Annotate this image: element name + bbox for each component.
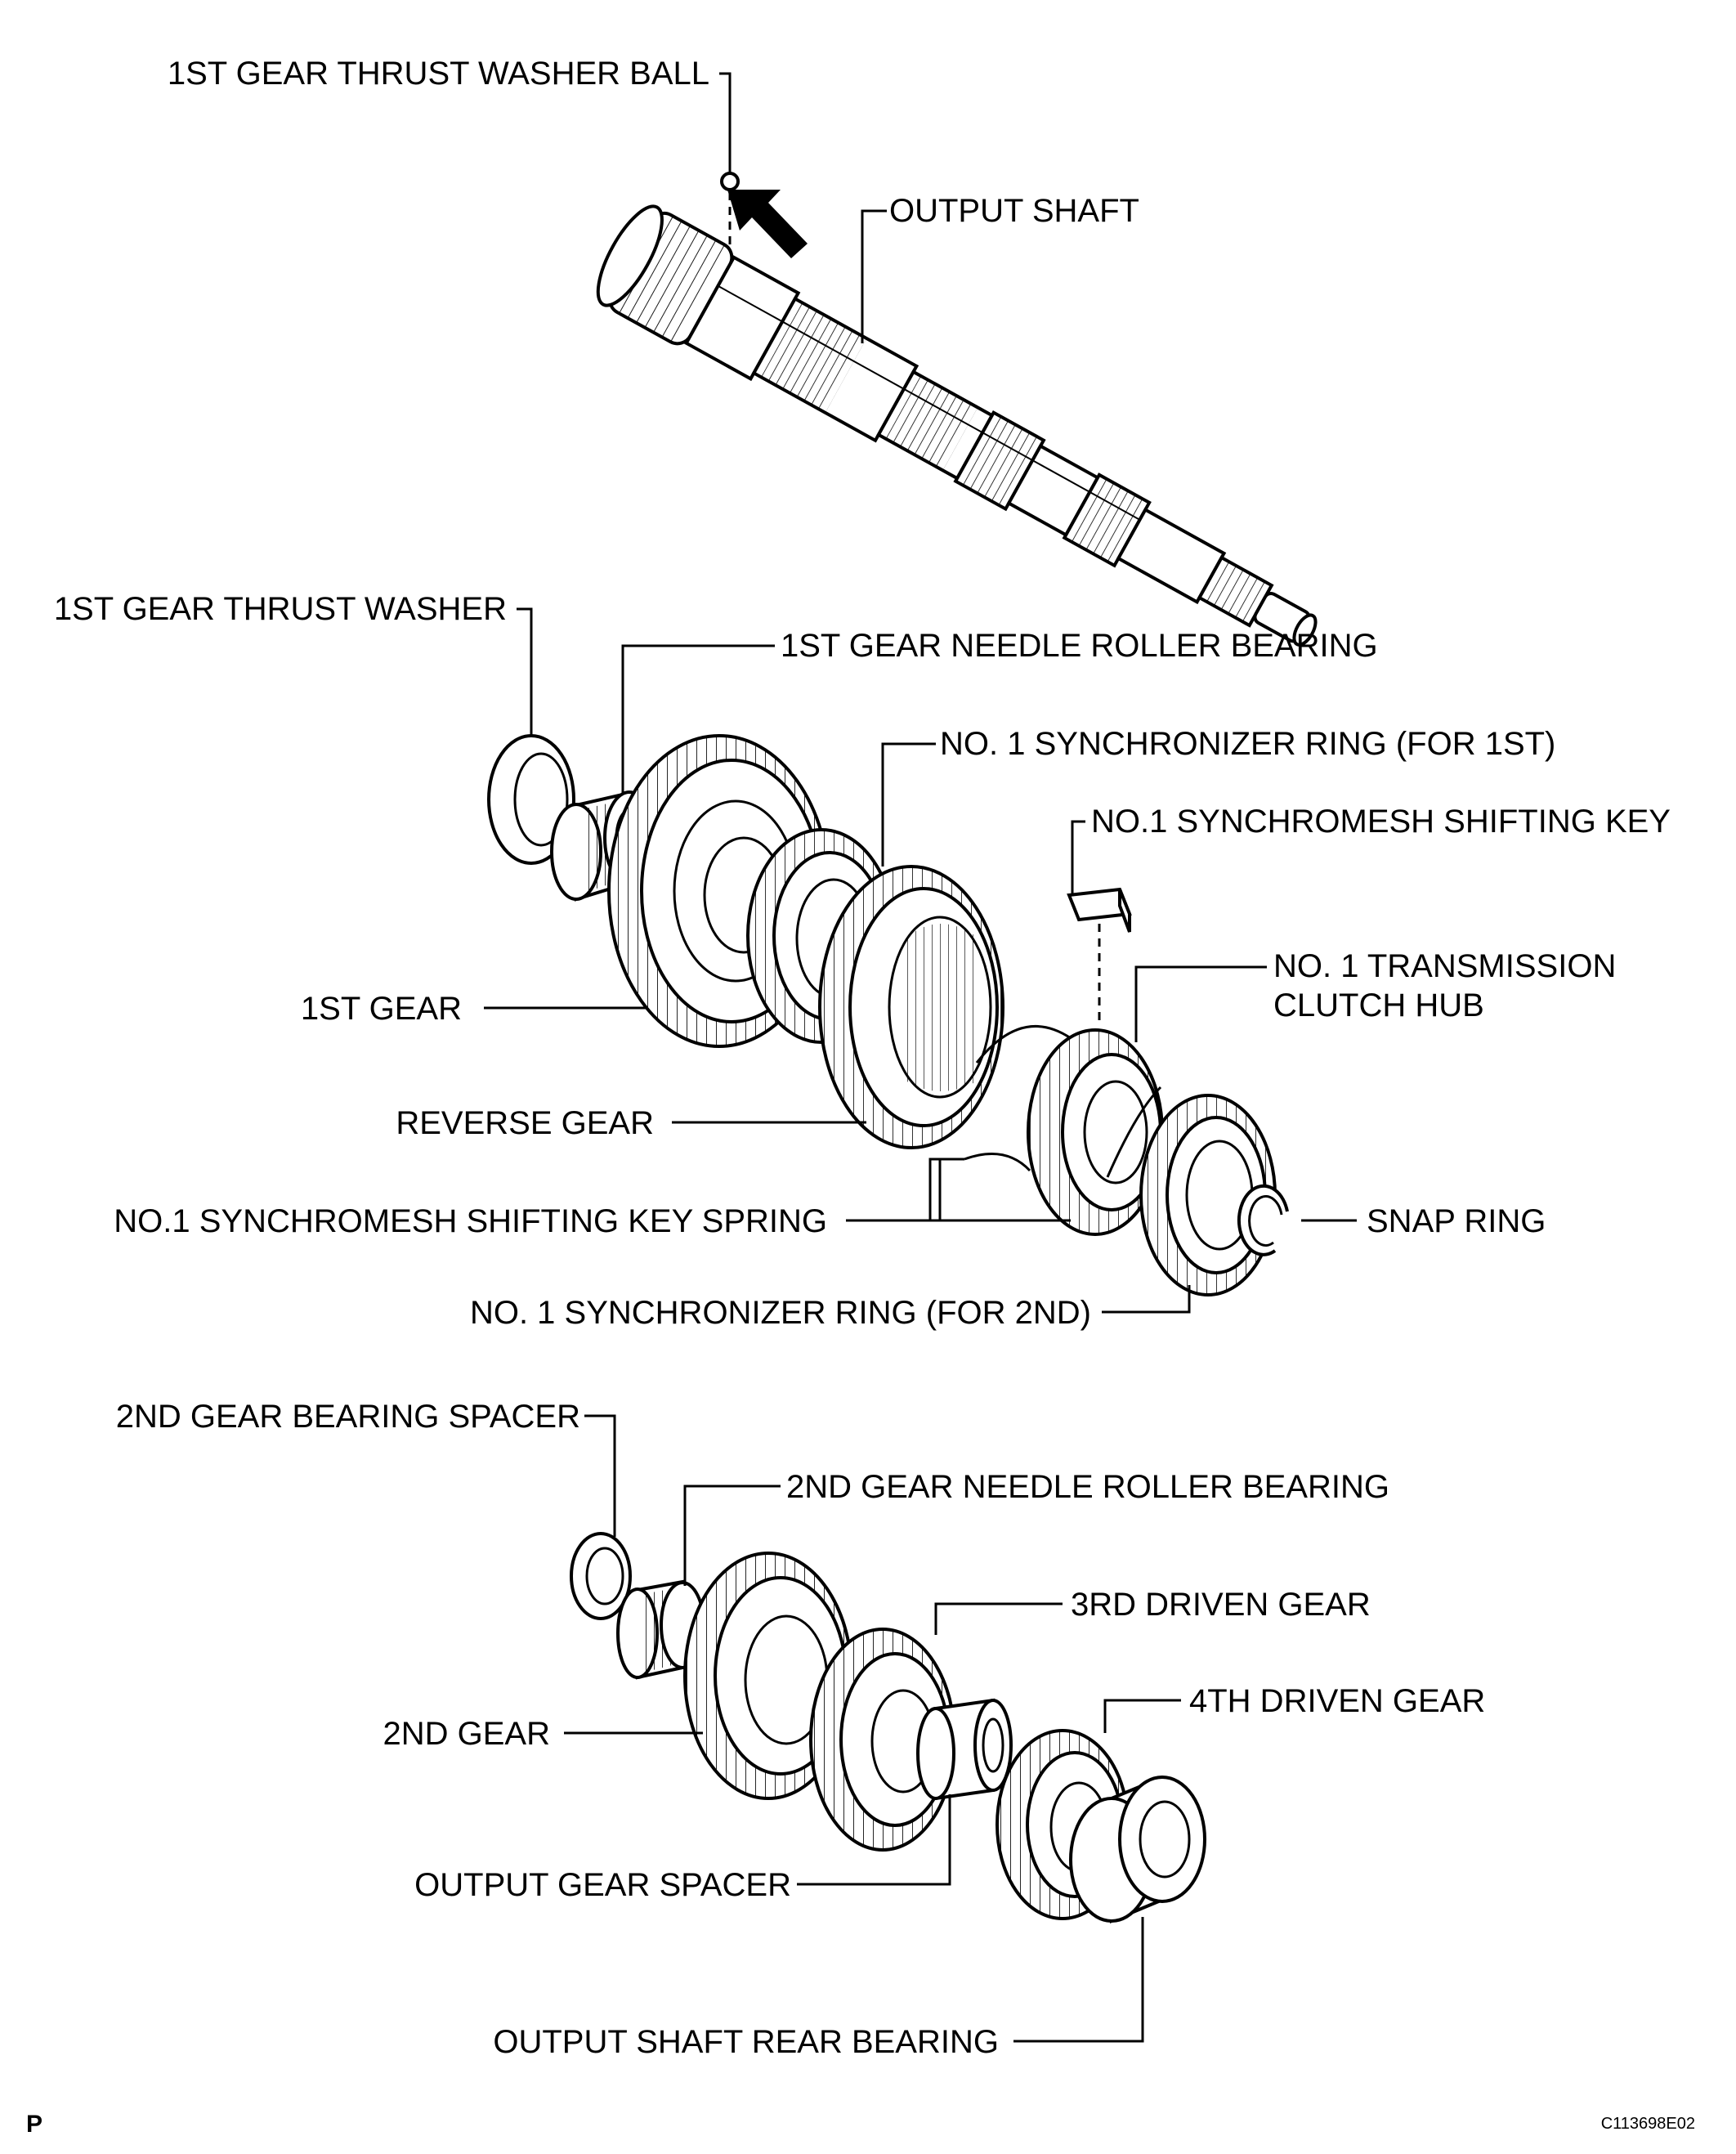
label-needle-bearing-2nd: 2ND GEAR NEEDLE ROLLER BEARING (786, 1469, 1389, 1505)
label-output-shaft: OUTPUT SHAFT (889, 193, 1139, 229)
label-clutch-hub-line2: CLUTCH HUB (1273, 987, 1484, 1023)
figure-code: C113698E02 (1601, 2115, 1695, 2133)
label-output-gear-spacer: OUTPUT GEAR SPACER (414, 1867, 791, 1903)
label-washer-ball: 1ST GEAR THRUST WASHER BALL (168, 56, 709, 92)
second-gear-assembly-drawing (570, 1532, 1206, 1923)
label-reverse-gear: REVERSE GEAR (396, 1105, 654, 1141)
label-first-gear: 1ST GEAR (301, 991, 462, 1027)
output-shaft-drawing (596, 204, 1318, 647)
label-sync-ring-1st: NO. 1 SYNCHRONIZER RING (FOR 1ST) (940, 726, 1555, 762)
label-bearing-spacer-2nd: 2ND GEAR BEARING SPACER (116, 1399, 580, 1435)
label-third-driven-gear: 3RD DRIVEN GEAR (1071, 1587, 1371, 1623)
label-shifting-key: NO.1 SYNCHROMESH SHIFTING KEY (1091, 804, 1671, 840)
label-key-spring: NO.1 SYNCHROMESH SHIFTING KEY SPRING (114, 1203, 827, 1239)
leader-lines (484, 72, 1357, 2043)
label-sync-ring-2nd: NO. 1 SYNCHRONIZER RING (FOR 2ND) (470, 1295, 1091, 1331)
label-thrust-washer: 1ST GEAR THRUST WASHER (54, 591, 507, 627)
callout-labels: 1ST GEAR THRUST WASHER BALL OUTPUT SHAFT… (26, 56, 1695, 2138)
label-snap-ring: SNAP RING (1367, 1203, 1546, 1239)
label-rear-bearing: OUTPUT SHAFT REAR BEARING (493, 2024, 999, 2060)
corner-letter: P (26, 2111, 43, 2138)
label-fourth-driven-gear: 4TH DRIVEN GEAR (1189, 1683, 1485, 1719)
label-needle-bearing-1st: 1ST GEAR NEEDLE ROLLER BEARING (781, 628, 1378, 664)
label-clutch-hub-line1: NO. 1 TRANSMISSION (1273, 948, 1616, 984)
first-gear-assembly-drawing (487, 734, 1289, 1296)
thrust-washer-ball-drawing (720, 172, 808, 258)
label-second-gear: 2ND GEAR (383, 1716, 551, 1752)
